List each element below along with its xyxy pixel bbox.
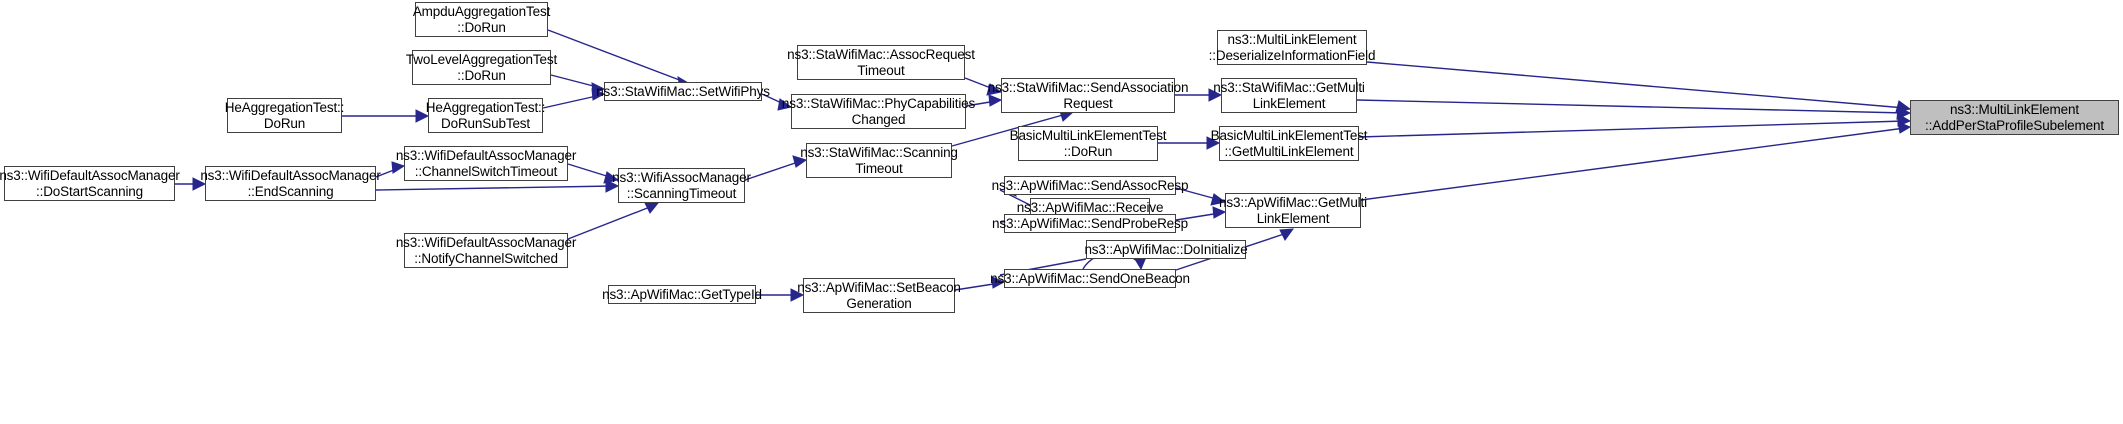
call-edge (550, 74, 602, 89)
call-graph-node-basicmle_dorun[interactable]: BasicMultiLinkElementTest ::DoRun (1010, 126, 1167, 161)
call-edge-arrowhead (1895, 100, 1912, 113)
call-edge (542, 94, 602, 109)
call-edge-arrowhead (1279, 228, 1295, 241)
call-edge (1360, 127, 1906, 201)
call-edge (744, 160, 802, 181)
call-edge-arrowhead (644, 202, 660, 214)
call-graph-node-doinitialize[interactable]: ns3::ApWifiMac::DoInitialize (1084, 240, 1248, 259)
call-graph-node-endscanning[interactable]: ns3::WifiDefaultAssocManager ::EndScanni… (200, 166, 381, 201)
call-graph-node-sendproberesp[interactable]: ns3::ApWifiMac::SendProbeResp (992, 214, 1188, 233)
call-graph-node-ampdu_dorun[interactable]: AmpduAggregationTest ::DoRun (413, 2, 550, 37)
call-graph-node-he_dorunsub[interactable]: HeAggregationTest:: DoRunSubTest (426, 98, 545, 133)
call-graph-node-assocreqtimeout[interactable]: ns3::StaWifiMac::AssocRequest Timeout (787, 45, 975, 80)
call-graph-node-dostartscanning[interactable]: ns3::WifiDefaultAssocManager ::DoStartSc… (0, 166, 180, 201)
call-graph-node-he_dorun[interactable]: HeAggregationTest:: DoRun (225, 98, 344, 133)
call-edge (1356, 99, 1906, 114)
call-edge-arrowhead (1897, 113, 1912, 127)
call-graph-node-channelswitch[interactable]: ns3::WifiDefaultAssocManager ::ChannelSw… (396, 146, 576, 181)
call-edge-arrowhead (1897, 121, 1912, 134)
call-graph-node-scanningtimeout[interactable]: ns3::WifiAssocManager ::ScanningTimeout (612, 168, 751, 203)
call-edge (567, 204, 656, 240)
call-edge (1366, 61, 1906, 109)
call-edge-arrowhead (1896, 106, 1912, 120)
call-edge (1358, 120, 1906, 138)
call-edge (547, 29, 691, 85)
call-graph-node-sendassocrequest[interactable]: ns3::StaWifiMac::SendAssociation Request (988, 78, 1189, 113)
call-graph-node-notifychannel[interactable]: ns3::WifiDefaultAssocManager ::NotifyCha… (396, 233, 576, 268)
call-graph-node-setwifiphys[interactable]: ns3::StaWifiMac::SetWifiPhys (596, 82, 770, 101)
call-graph-node-gettypeid[interactable]: ns3::ApWifiMac::GetTypeId (602, 285, 762, 304)
call-graph-node-deserialize[interactable]: ns3::MultiLinkElement ::DeserializeInfor… (1209, 30, 1376, 65)
call-graph-node-getmultilink_ap[interactable]: ns3::ApWifiMac::GetMulti LinkElement (1219, 193, 1367, 228)
call-edge (375, 185, 614, 191)
call-graph-node-setbeacongen[interactable]: ns3::ApWifiMac::SetBeacon Generation (797, 278, 961, 313)
call-graph-node-sendonebeacon[interactable]: ns3::ApWifiMac::SendOneBeacon (990, 269, 1190, 288)
call-graph-node-addpersta[interactable]: ns3::MultiLinkElement ::AddPerStaProfile… (1910, 100, 2119, 135)
call-graph-node-getmultilink_sta[interactable]: ns3::StaWifiMac::GetMulti LinkElement (1213, 78, 1365, 113)
call-graph-node-sendassocresp[interactable]: ns3::ApWifiMac::SendAssocResp (992, 176, 1189, 195)
call-graph-node-sta_scantimeout[interactable]: ns3::StaWifiMac::Scanning Timeout (800, 143, 958, 178)
call-graph-node-phycapchanged[interactable]: ns3::StaWifiMac::PhyCapabilities Changed (782, 94, 975, 129)
call-graph-node-basicmle_getmle[interactable]: BasicMultiLinkElementTest ::GetMultiLink… (1211, 126, 1368, 161)
call-graph-node-twolevel_dorun[interactable]: TwoLevelAggregationTest ::DoRun (406, 50, 557, 85)
